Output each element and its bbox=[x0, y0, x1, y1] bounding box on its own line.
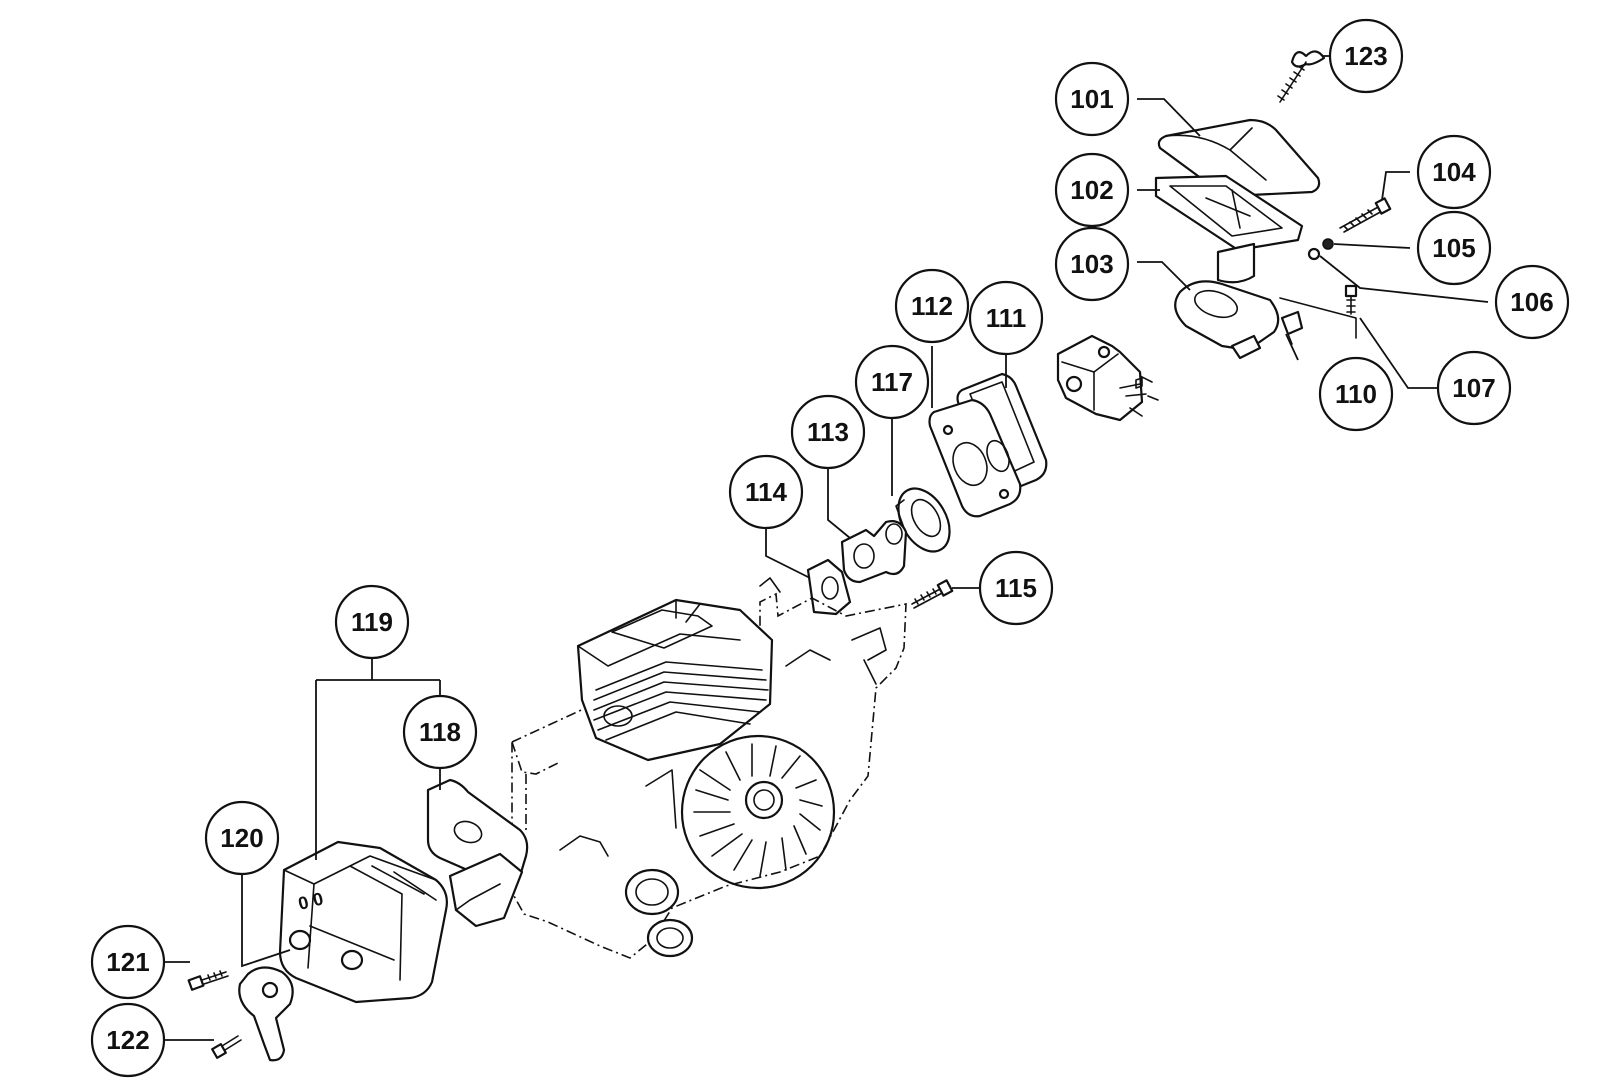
callout-112: 112 bbox=[894, 268, 970, 344]
flywheel bbox=[680, 734, 836, 890]
svg-text:107: 107 bbox=[1452, 373, 1495, 403]
part-101-filter-cover bbox=[1157, 118, 1321, 198]
svg-text:114: 114 bbox=[745, 477, 787, 507]
part-118-muffler-gasket bbox=[426, 778, 529, 928]
engine-crankcase bbox=[511, 577, 907, 959]
part-110-bracket bbox=[1279, 297, 1357, 345]
callout-107: 107 bbox=[1436, 350, 1512, 426]
svg-text:115: 115 bbox=[995, 573, 1037, 603]
svg-text:103: 103 bbox=[1070, 249, 1113, 279]
svg-text:112: 112 bbox=[911, 291, 953, 321]
svg-text:118: 118 bbox=[419, 717, 461, 747]
crankcase-bosses bbox=[559, 769, 694, 958]
svg-text:111: 111 bbox=[986, 303, 1027, 333]
callout-123: 123 bbox=[1328, 18, 1404, 94]
part-103-filter-base bbox=[1174, 280, 1280, 360]
part-112-gasket bbox=[928, 398, 1022, 518]
callout-115: 115 bbox=[978, 550, 1054, 626]
callout-117: 117 bbox=[854, 344, 930, 420]
part-104-screw bbox=[1339, 197, 1392, 233]
part-122-screw bbox=[211, 1035, 242, 1059]
callout-121: 121 bbox=[90, 924, 166, 1000]
callout-114: 114 bbox=[728, 454, 804, 530]
part-123-wing-screw bbox=[1277, 50, 1326, 103]
leader-lines bbox=[164, 55, 1489, 1041]
callout-104: 104 bbox=[1416, 134, 1492, 210]
part-119-muffler: 0 0 bbox=[278, 840, 448, 1004]
svg-text:117: 117 bbox=[871, 367, 913, 397]
svg-text:122: 122 bbox=[106, 1025, 149, 1055]
svg-text:102: 102 bbox=[1070, 175, 1113, 205]
callout-118: 118 bbox=[402, 694, 478, 770]
svg-text:104: 104 bbox=[1432, 157, 1476, 187]
callout-113: 113 bbox=[790, 394, 866, 470]
svg-text:119: 119 bbox=[351, 607, 393, 637]
callout-106: 106 bbox=[1494, 264, 1570, 340]
callout-105: 105 bbox=[1416, 210, 1492, 286]
callout-101: 101 bbox=[1054, 61, 1130, 137]
callout-103: 103 bbox=[1054, 226, 1130, 302]
part-121-screw bbox=[187, 970, 229, 991]
callout-110: 110 bbox=[1318, 356, 1394, 432]
callout-122: 122 bbox=[90, 1002, 166, 1078]
callout-111: 111 bbox=[968, 280, 1044, 356]
part-107-screw bbox=[1344, 284, 1358, 315]
part-115-screw bbox=[911, 579, 954, 609]
part-114-gasket bbox=[806, 558, 852, 616]
callout-119: 119 bbox=[334, 584, 410, 660]
svg-text:101: 101 bbox=[1070, 84, 1113, 114]
svg-text:120: 120 bbox=[220, 823, 263, 853]
svg-text:123: 123 bbox=[1344, 41, 1387, 71]
svg-text:113: 113 bbox=[807, 417, 849, 447]
svg-text:121: 121 bbox=[106, 947, 149, 977]
carburetor bbox=[1056, 334, 1159, 422]
callout-102: 102 bbox=[1054, 152, 1130, 228]
part-120-bracket-plate bbox=[238, 966, 294, 1062]
svg-text:110: 110 bbox=[1335, 379, 1377, 409]
svg-text:105: 105 bbox=[1432, 233, 1475, 263]
engine-cylinder bbox=[576, 598, 774, 762]
part-102-air-filter bbox=[1154, 174, 1304, 284]
callout-120: 120 bbox=[204, 800, 280, 876]
part-113-intake-manifold bbox=[840, 520, 908, 584]
svg-text:106: 106 bbox=[1510, 287, 1553, 317]
part-106-washer bbox=[1307, 247, 1321, 261]
part-105-nut bbox=[1322, 238, 1334, 250]
